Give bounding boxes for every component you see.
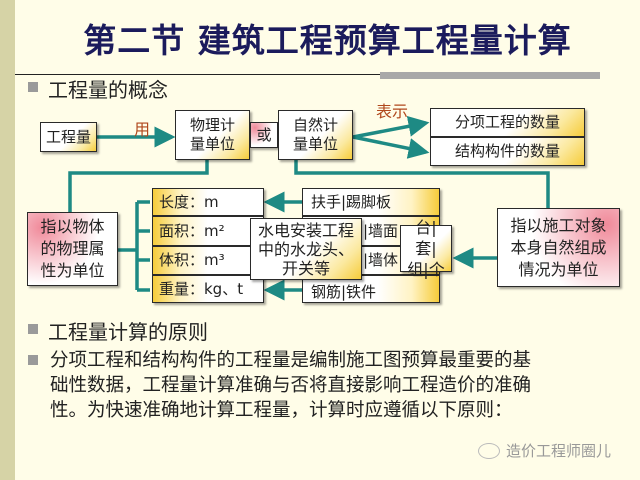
represent-label: 表示 (376, 102, 409, 121)
wechat-icon (478, 442, 500, 459)
paragraph-line: 分项工程和结构构件的工程量是编制施工图预算最重要的基 (50, 350, 532, 371)
section-heading-concept: 工程量的概念 (48, 78, 168, 102)
example-handrail: 扶手|踢脚板 (302, 188, 440, 216)
bullet-icon (28, 324, 38, 334)
quantity-box: 工程量 (40, 122, 97, 152)
natural-definition-box: 指以施工对象本身自然组成情况为单位 (497, 208, 620, 287)
arrow-item (352, 115, 430, 139)
paragraph-line: 性。为快速准确地计算工程量，计算时应遵循以下原则： (50, 400, 513, 421)
slide-title: 第二节 建筑工程预算工程量计算 (83, 21, 572, 60)
plumbing-example-box: 水电安装工程中的水龙头、开关等 (250, 218, 362, 280)
left-stripe (0, 0, 15, 480)
section-heading-principles: 工程量计算的原则 (48, 320, 208, 344)
watermark: 造价工程师圈儿 (478, 440, 611, 461)
unit-length: 长度：m (152, 188, 264, 216)
unit-volume: 体积：m³ (152, 246, 264, 275)
connector-physical (68, 160, 209, 212)
unit-area: 面积：m² (152, 216, 264, 246)
arrow-component (352, 135, 430, 159)
divider-accent (380, 72, 600, 79)
watermark-text: 造价工程师圈儿 (506, 442, 612, 460)
connector-natural (294, 160, 550, 208)
bullet-icon (28, 82, 38, 92)
paragraph-line: 础性数据，工程量计算准确与否将直接影响工程造价的准确 (50, 375, 532, 396)
use-label: 用 (134, 120, 151, 139)
physical-definition-box: 指以物体的物理属性为单位 (27, 212, 118, 286)
title-divider (15, 74, 600, 75)
bullet-icon (28, 355, 38, 365)
natural-units-box: 台|套|组|个 (400, 218, 452, 279)
principles-paragraph: 分项工程和结构构件的工程量是编制施工图预算最重要的基 础性数据，工程量计算准确与… (50, 348, 531, 423)
unit-weight: 重量：kg、t (152, 275, 264, 303)
component-quantity-box: 结构构件的数量 (430, 137, 585, 166)
item-quantity-box: 分项工程的数量 (430, 108, 585, 137)
natural-unit-box: 自然计量单位 (278, 110, 353, 160)
or-box: 或 (250, 122, 278, 148)
physical-unit-box: 物理计量单位 (175, 110, 250, 160)
